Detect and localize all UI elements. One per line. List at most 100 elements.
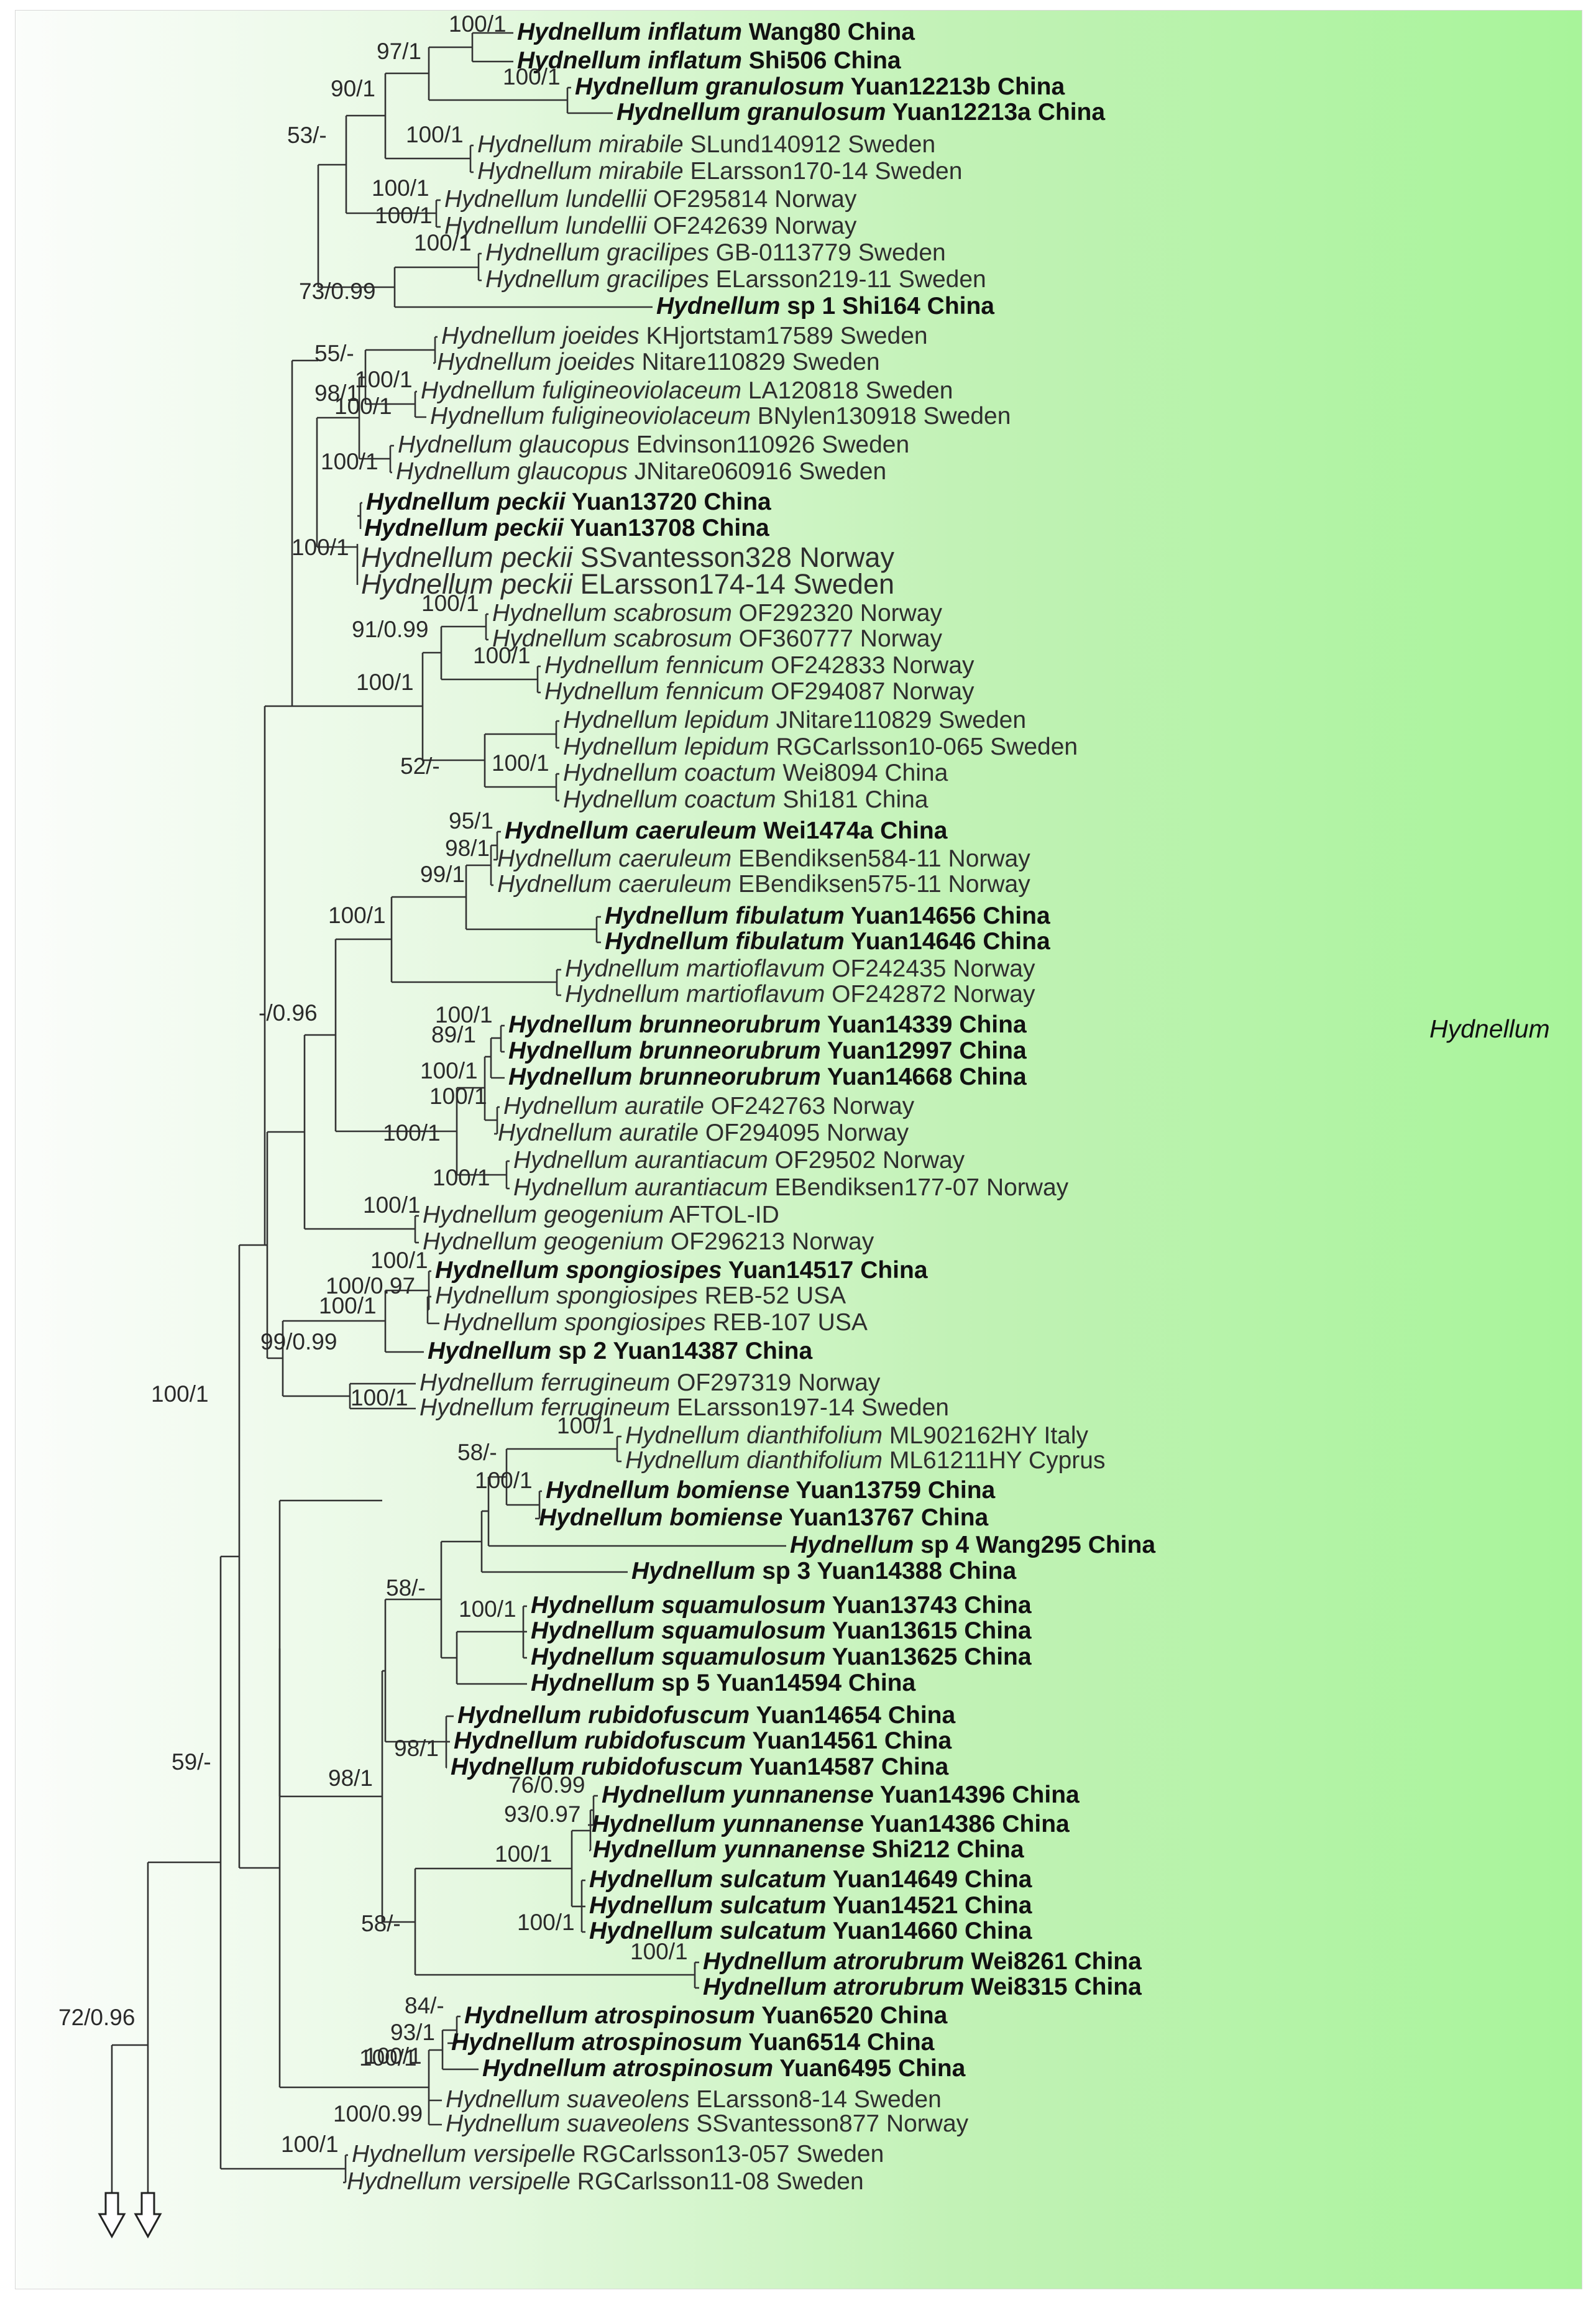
- support-value: 100/1: [328, 903, 386, 928]
- taxon-species: yunnanense: [717, 1836, 865, 1863]
- support-value: 100/1: [375, 203, 433, 228]
- taxon-label: Hydnellum martioflavum OF242435 Norway: [565, 957, 1035, 981]
- taxon-voucher: ML61211HY Cyprus: [883, 1447, 1106, 1474]
- taxon-label: Hydnellum brunneorubrum Yuan14339 China: [508, 1013, 1027, 1037]
- support-value: 99/0.99: [260, 1329, 337, 1354]
- down-arrow-icon: [98, 2192, 126, 2239]
- taxon-label: Hydnellum inflatum Wang80 China: [517, 20, 915, 44]
- taxon-genus: Hydnellum: [589, 1918, 713, 1944]
- taxon-voucher: OF294087 Norway: [764, 678, 975, 705]
- taxon-label: Hydnellum peckii SSvantesson328 Norway: [361, 543, 894, 571]
- taxon-label: Hydnellum spongiosipes REB-107 USA: [443, 1310, 868, 1335]
- support-value: 100/1: [473, 643, 531, 668]
- taxon-species: peckii: [490, 489, 566, 515]
- taxon-voucher: Yuan13759 China: [789, 1477, 996, 1504]
- taxon-genus: Hydnellum: [437, 349, 552, 375]
- taxon-species: sulcatum: [713, 1866, 827, 1893]
- taxon-species: yunnanense: [725, 1782, 874, 1808]
- support-value: -/0.96: [259, 1000, 318, 1026]
- taxon-genus: Hydnellum: [508, 1037, 633, 1064]
- support-value: 89/1: [431, 1022, 477, 1047]
- taxon-genus: Hydnellum: [421, 377, 536, 404]
- clade-label-hydnellum: Hydnellum: [1429, 1014, 1550, 1043]
- taxon-genus: Hydnellum: [497, 871, 612, 898]
- taxon-voucher: Shi181 China: [776, 786, 929, 813]
- taxon-voucher: OF242872 Norway: [825, 981, 1035, 1008]
- taxon-label: Hydnellum bomiense Yuan13759 China: [546, 1478, 995, 1502]
- taxon-label: Hydnellum caeruleum EBendiksen575-11 Nor…: [497, 872, 1030, 896]
- support-value: 100/1: [356, 669, 414, 695]
- taxon-voucher: Yuan6495 China: [773, 2055, 966, 2082]
- taxon-voucher: EBendiksen177-07 Norway: [768, 1174, 1069, 1201]
- taxon-genus: Hydnellum: [563, 707, 678, 733]
- taxon-voucher: Wei8261 China: [964, 1948, 1142, 1975]
- support-value: 98/1: [394, 1736, 439, 1761]
- support-value: 100/0.97: [326, 1273, 416, 1299]
- taxon-voucher: Yuan12997 China: [820, 1037, 1027, 1064]
- taxon-genus: Hydnellum: [497, 845, 612, 872]
- taxon-voucher: OF242763 Norway: [704, 1093, 915, 1120]
- taxon-voucher: Yuan14646 China: [844, 928, 1050, 955]
- taxon-voucher: Nitare110829 Sweden: [635, 349, 880, 375]
- taxon-species: spongiosipes: [557, 1309, 706, 1336]
- taxon-genus: Hydnellum: [464, 2002, 589, 2029]
- taxon-species: martioflavum: [679, 955, 825, 982]
- taxon-voucher: JNitare110829 Sweden: [769, 707, 1027, 733]
- clade-background-panel: [15, 10, 1582, 2289]
- taxon-species: mirabile: [592, 131, 684, 158]
- taxon-label: Hydnellum sulcatum Yuan14660 China: [589, 1919, 1032, 1943]
- taxon-voucher: SSvantesson877 Norway: [689, 2110, 969, 2137]
- taxon-voucher: Yuan14339 China: [820, 1011, 1027, 1038]
- taxon-voucher: KHjortstam17589 Sweden: [639, 323, 928, 349]
- taxon-label: Hydnellum geogenium OF296213 Norway: [423, 1230, 874, 1254]
- support-value: 72/0.96: [58, 2005, 135, 2030]
- taxon-genus: Hydnellum: [617, 99, 741, 126]
- support-value: 100/1: [517, 1910, 575, 1935]
- taxon-species: yunnanense: [715, 1811, 864, 1837]
- taxon-genus: Hydnellum: [364, 515, 488, 541]
- taxon-voucher: SSvantesson328 Norway: [572, 541, 894, 573]
- taxon-genus: Hydnellum: [396, 458, 511, 485]
- taxon-voucher: Yuan14660 China: [826, 1918, 1032, 1944]
- taxon-voucher: Wang295 China: [969, 1532, 1156, 1558]
- taxon-genus: Hydnellum: [477, 158, 592, 185]
- taxon-voucher: Yuan14656 China: [844, 903, 1050, 929]
- taxon-genus: Hydnellum: [605, 903, 729, 929]
- taxon-species: peckii: [493, 568, 573, 600]
- taxon-label: Hydnellum sulcatum Yuan14521 China: [589, 1893, 1032, 1918]
- taxon-voucher: RGCarlsson10-065 Sweden: [769, 733, 1078, 760]
- taxon-label: Hydnellum bomiense Yuan13767 China: [539, 1506, 988, 1530]
- support-value: 100/1: [495, 1841, 553, 1867]
- taxon-genus: Hydnellum: [513, 1147, 628, 1174]
- taxon-label: Hydnellum versipelle RGCarlsson11-08 Swe…: [347, 2169, 864, 2194]
- taxon-voucher: Edvinson110926 Sweden: [629, 431, 910, 458]
- support-value: 93/0.97: [504, 1801, 581, 1827]
- taxon-label: Hydnellum rubidofuscum Yuan14587 China: [451, 1755, 948, 1779]
- support-value: 100/1: [492, 750, 549, 776]
- taxon-label: Hydnellum dianthifolium ML902162HY Italy: [625, 1423, 1088, 1448]
- taxon-voucher: Yuan14386 China: [863, 1811, 1070, 1837]
- support-value: 100/1: [630, 1939, 688, 1964]
- taxon-label: Hydnellum caeruleum Wei1474a China: [505, 819, 947, 843]
- taxon-species: peckii: [488, 515, 564, 541]
- taxon-species: scabrosum: [607, 625, 732, 652]
- taxon-species: fuligineoviolaceum: [535, 377, 741, 404]
- support-value: 55/-: [314, 341, 354, 366]
- taxon-species: squamulosum: [654, 1644, 826, 1670]
- support-value: 91/0.99: [352, 617, 429, 642]
- taxon-species: squamulosum: [654, 1617, 826, 1644]
- taxon-voucher: Yuan13625 China: [825, 1644, 1032, 1670]
- taxon-voucher: LA120818 Sweden: [741, 377, 953, 404]
- taxon-species: martioflavum: [679, 981, 825, 1008]
- taxon-voucher: EBendiksen584-11 Norway: [732, 845, 1030, 872]
- taxon-voucher: Yuan14561 China: [746, 1727, 952, 1754]
- taxon-label: Hydnellum lepidum JNitare110829 Sweden: [563, 708, 1026, 732]
- taxon-species: suaveolens: [560, 2086, 690, 2113]
- taxon-species: rubidofuscum: [574, 1754, 743, 1780]
- taxon-voucher: Yuan14649 China: [826, 1866, 1032, 1893]
- taxon-species: peckii: [493, 541, 573, 573]
- support-value: 100/1: [370, 1248, 428, 1273]
- taxon-species: dianthifolium: [740, 1422, 883, 1449]
- taxon-species: scabrosum: [607, 600, 732, 627]
- support-value: 93/1: [390, 2020, 436, 2045]
